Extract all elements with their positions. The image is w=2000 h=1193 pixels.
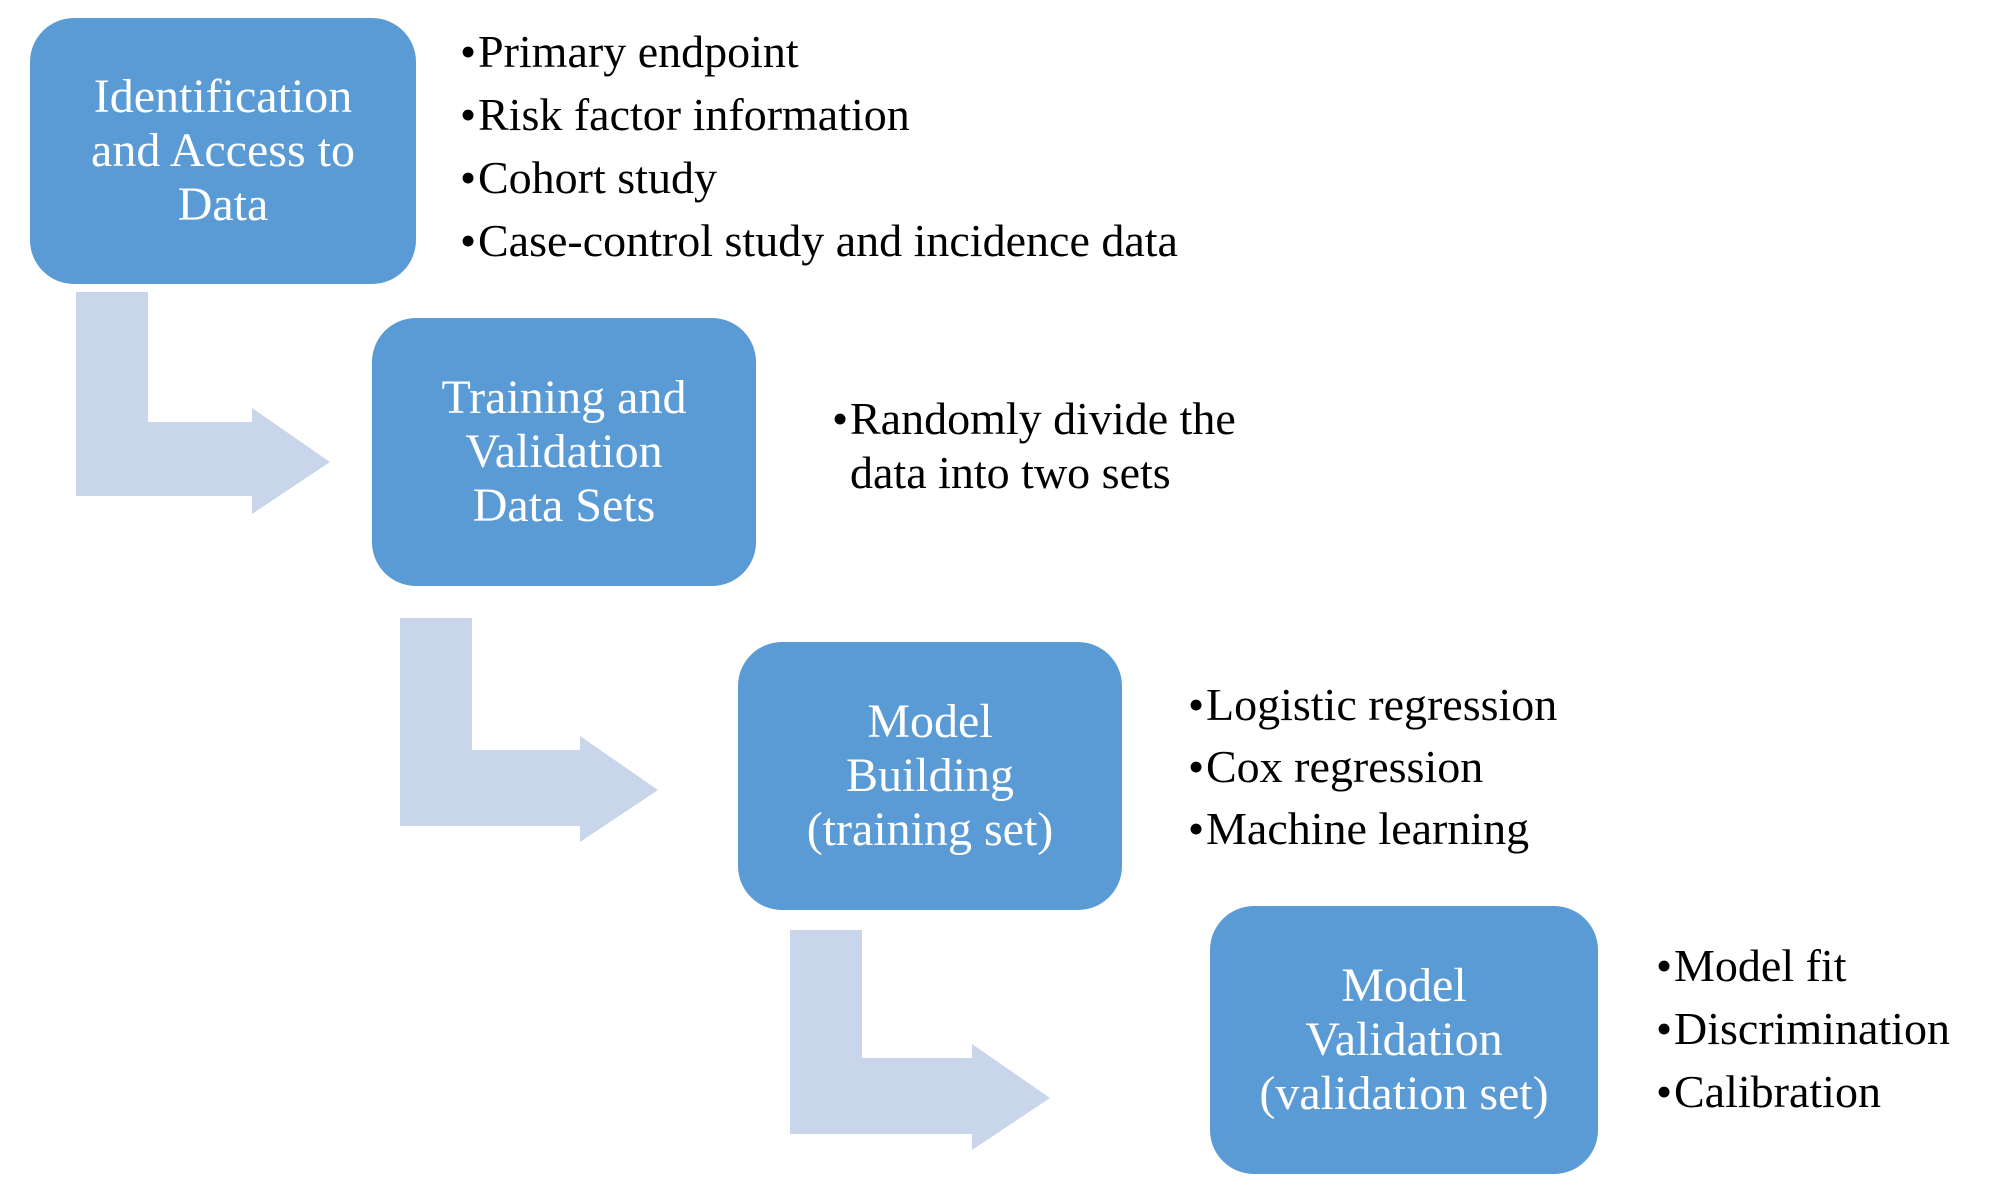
bullet-item: •Calibration [1656,1060,1950,1123]
bullet-dot-icon: • [460,215,477,266]
step-4-title-line-2: Validation [1305,1013,1503,1066]
bullet-dot-icon: • [1656,940,1673,991]
step-box-model-building: Model Building (training set) [738,642,1122,910]
bullet-dot-icon: • [1188,679,1205,730]
bullet-text: Discrimination [1674,1003,1950,1054]
step-4-bullet-list: •Model fit •Discrimination •Calibration [1656,934,1950,1123]
step-box-identification-and-access: Identification and Access to Data [30,18,416,284]
step-1-bullet-list: •Primary endpoint •Risk factor informati… [460,20,1178,272]
step-2-title-line-2: Validation [465,425,663,478]
bullet-dot-icon: • [1188,803,1205,854]
step-3-title-line-1: Model [867,695,993,748]
step-3-title-line-3: (training set) [806,803,1054,856]
step-1-title-line-3: Data [177,178,269,231]
connector-arrow-2-to-3 [400,618,658,842]
step-3-title-line-2: Building [845,749,1015,802]
bullet-item: •Cox regression [1188,736,1557,798]
bullet-item: •Discrimination [1656,997,1950,1060]
bullet-text: Primary endpoint [478,26,799,77]
bullet-dot-icon: • [460,89,477,140]
step-2-bullet-list: •Randomly divide the data into two sets [832,392,1236,500]
step-2-title-line-1: Training and [441,371,687,424]
step-1-title-line-2: and Access to [91,124,355,177]
bullet-dot-icon: • [460,152,477,203]
step-3-bullet-list: •Logistic regression •Cox regression •Ma… [1188,674,1557,860]
bullet-text: Case-control study and incidence data [478,215,1178,266]
bullet-text: Cox regression [1206,741,1484,792]
bullet-dot-icon: • [1656,1003,1673,1054]
step-2-title-line-3: Data Sets [472,479,656,532]
bullet-text: Model fit [1674,940,1847,991]
step-1-title-line-1: Identification [93,70,353,123]
step-4-title-line-1: Model [1341,959,1467,1012]
bullet-text: data into two sets [850,447,1171,498]
bullet-item: •Risk factor information [460,83,1178,146]
bullet-dot-icon: • [1188,741,1205,792]
bullet-text: Logistic regression [1206,679,1558,730]
step-box-model-validation: Model Validation (validation set) [1210,906,1598,1174]
step-box-training-and-validation: Training and Validation Data Sets [372,318,756,586]
bullet-dot-icon: • [832,393,849,444]
bullet-item-continuation: data into two sets [832,446,1236,500]
bullet-item: •Logistic regression [1188,674,1557,736]
bullet-item: •Case-control study and incidence data [460,209,1178,272]
bullet-dot-icon: • [460,26,477,77]
bullet-text: Machine learning [1206,803,1530,854]
step-4-title-line-3: (validation set) [1259,1067,1549,1120]
bullet-item: •Cohort study [460,146,1178,209]
bullet-item: •Randomly divide the [832,392,1236,446]
bullet-dot-icon: • [1656,1066,1673,1117]
bullet-item: •Model fit [1656,934,1950,997]
bullet-item: •Primary endpoint [460,20,1178,83]
bullet-text: Calibration [1674,1066,1881,1117]
bullet-text: Risk factor information [478,89,910,140]
bullet-text: Randomly divide the [850,393,1236,444]
bullet-text: Cohort study [478,152,717,203]
connector-arrow-1-to-2 [76,292,330,514]
bullet-item: •Machine learning [1188,798,1557,860]
connector-arrow-3-to-4 [790,930,1050,1150]
